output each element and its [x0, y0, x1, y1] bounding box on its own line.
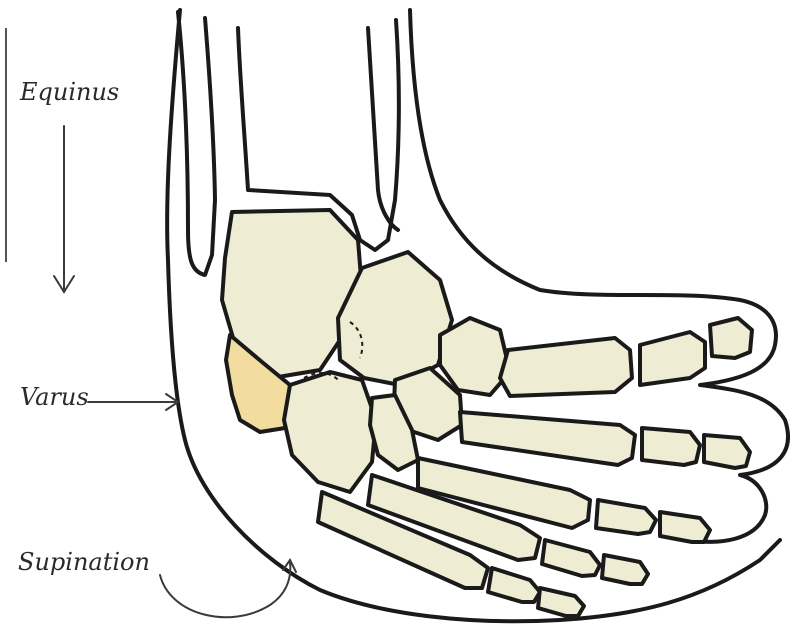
- varus-arrow-icon: [88, 394, 178, 410]
- phalanx-bone: [710, 318, 752, 358]
- cuboid-bone: [284, 372, 376, 492]
- phalanx-bone: [488, 568, 540, 602]
- phalanx-bone: [660, 512, 710, 542]
- equinus-arrow-icon: [54, 126, 74, 292]
- phalanx-bone: [704, 435, 750, 468]
- phalanx-bone: [538, 588, 584, 616]
- phalanx-bone: [602, 555, 648, 584]
- phalanx-bone: [542, 540, 600, 576]
- cuneiform-bone: [440, 318, 510, 395]
- metatarsal-bone: [460, 412, 635, 465]
- metatarsal-bone: [500, 338, 632, 396]
- phalanx-bone: [640, 332, 705, 385]
- phalanx-bone: [642, 428, 700, 465]
- supination-arrow-icon: [160, 560, 296, 617]
- supination-label: Supination: [18, 548, 150, 576]
- equinus-label: Equinus: [20, 78, 119, 106]
- varus-label: Varus: [20, 383, 89, 411]
- fibula-shaft: [178, 12, 215, 275]
- phalanx-bone: [596, 500, 656, 534]
